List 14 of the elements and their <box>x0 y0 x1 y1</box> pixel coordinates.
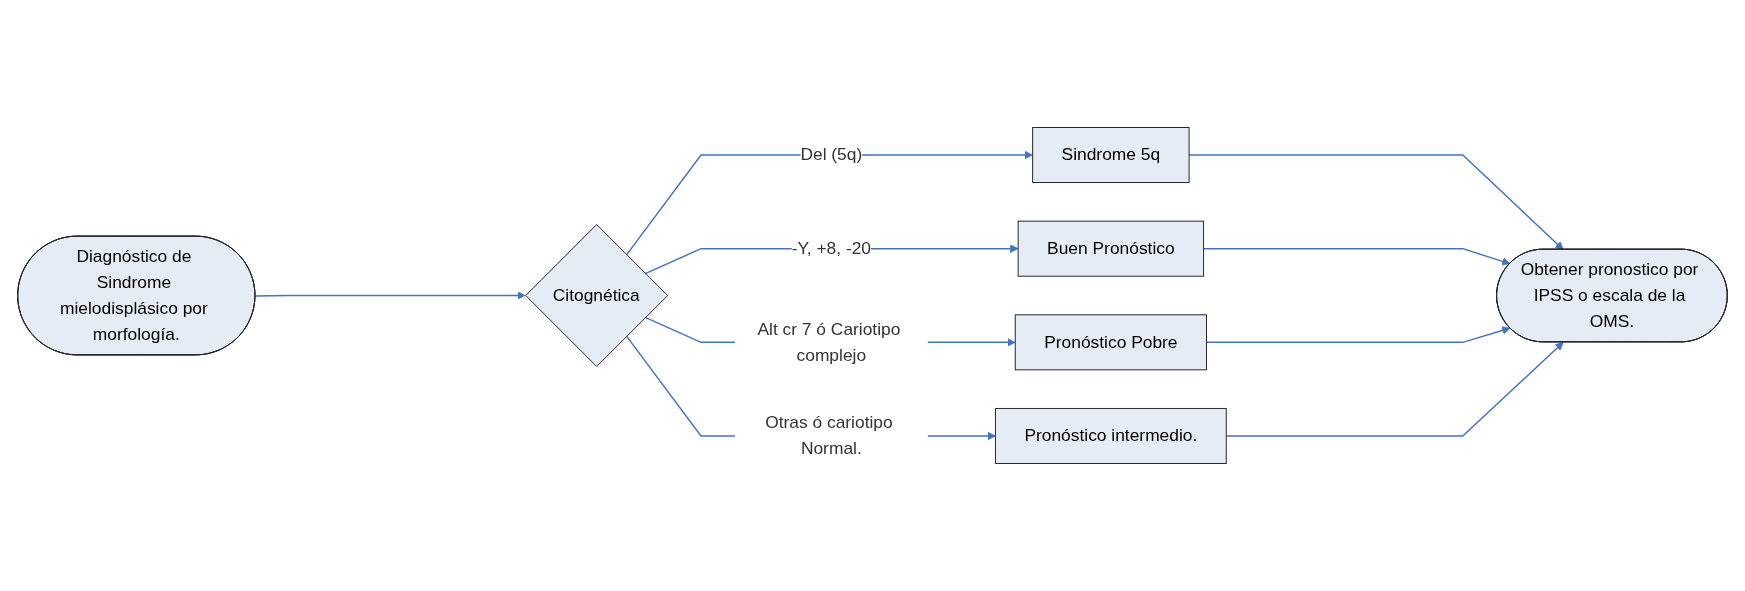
node-box: Pronóstico intermedio. <box>994 407 1227 464</box>
edge-label: Otras ó cariotipo Normal. <box>765 412 893 459</box>
node-box: Buen Pronóstico <box>1017 220 1205 277</box>
arrow <box>1225 341 1564 437</box>
node-diamond: Citognética <box>525 224 669 367</box>
edge-label: -Y, +8, -20 <box>791 238 872 258</box>
node-box: Sindrome 5q <box>1032 127 1190 184</box>
edge-label: Alt cr 7 ó Cariotipo complejo <box>757 319 901 365</box>
edge-label: Del (5q) <box>800 144 863 165</box>
arrow <box>1202 247 1511 266</box>
arrow <box>1205 326 1511 344</box>
node-box: Pronóstico Pobre <box>1014 314 1207 371</box>
arrow <box>1188 154 1564 251</box>
arrow <box>254 291 526 300</box>
